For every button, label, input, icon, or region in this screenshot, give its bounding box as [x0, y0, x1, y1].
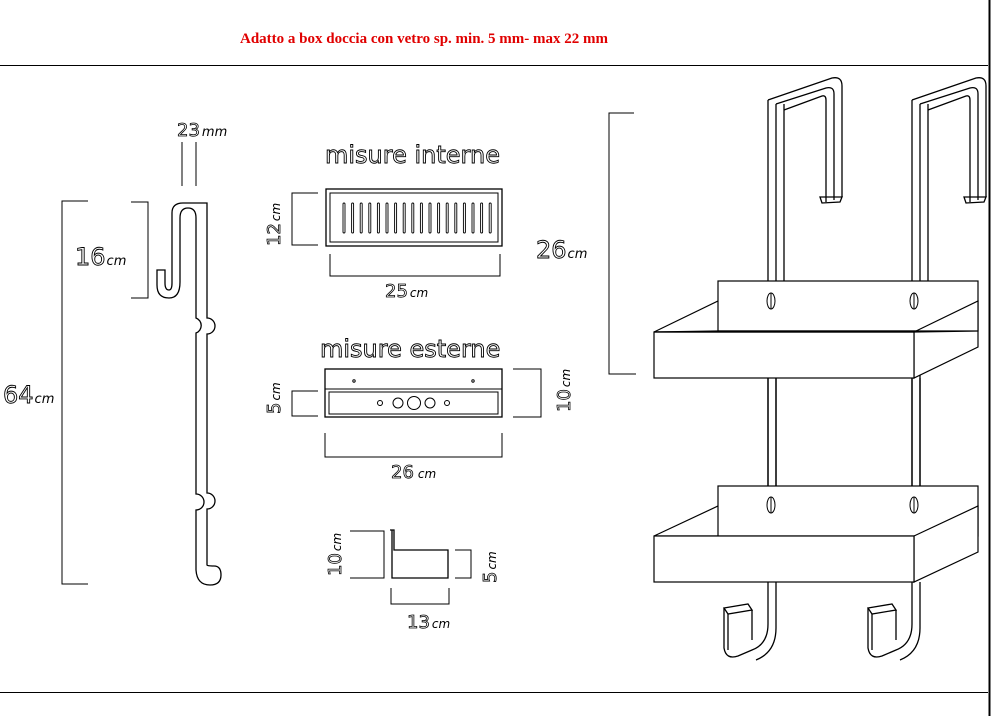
- drain-slot: [351, 202, 355, 234]
- profile-back-height-bracket: [350, 530, 385, 579]
- drain-hole: [407, 396, 421, 410]
- drain-slot: [454, 202, 458, 234]
- outer-front-height-bracket: [291, 390, 318, 417]
- total-height-bracket: [61, 200, 88, 585]
- top-hook-left: [767, 77, 843, 204]
- shelf-spacing-bracket: [608, 112, 636, 375]
- upper-shelf: [653, 280, 979, 486]
- drain-slot: [437, 202, 441, 234]
- drain-slot: [462, 202, 466, 234]
- tray-profile: [390, 529, 449, 579]
- tray-top-outer: [325, 188, 503, 247]
- drain-slot: [385, 202, 389, 234]
- drain-hole: [392, 397, 404, 409]
- hook-height-dimension: 16cm: [75, 243, 126, 271]
- tray-front-inner: [328, 391, 499, 415]
- drain-hole: [377, 400, 383, 406]
- profile-front-height-dimension: 5cm: [480, 551, 501, 583]
- hook-height-bracket: [131, 201, 149, 299]
- drain-slot: [471, 202, 475, 234]
- profile-back-height-dimension: 10cm: [325, 533, 346, 576]
- lower-shelf: [653, 485, 979, 583]
- inner-depth-dimension: 12cm: [264, 203, 285, 246]
- drain-hole: [444, 400, 450, 406]
- drain-slot: [402, 202, 406, 234]
- drain-slot: [480, 202, 484, 234]
- drain-slot: [342, 202, 346, 234]
- bottom-hook-right: [866, 582, 921, 661]
- top-hook-right: [911, 77, 987, 204]
- outer-back-height-bracket: [513, 368, 542, 418]
- drain-slots: [342, 202, 492, 234]
- drain-slot: [411, 202, 415, 234]
- drain-hole: [424, 397, 436, 409]
- hanger-profile: [156, 202, 222, 586]
- bottom-hook-left: [722, 582, 777, 661]
- tray-top-inner: [329, 192, 499, 243]
- inner-width-bracket: [329, 254, 501, 277]
- outer-width-bracket: [324, 433, 503, 458]
- outer-front-height-dimension: 5cm: [264, 382, 285, 414]
- shelf-spacing-dimension: 26cm: [536, 236, 587, 264]
- page-title: Adatto a box doccia con vetro sp. min. 5…: [239, 31, 609, 47]
- total-height-dimension: 64cm: [3, 381, 54, 409]
- drain-slot: [359, 202, 363, 234]
- drain-slot: [445, 202, 449, 234]
- drain-slot: [488, 202, 492, 234]
- inner-measures-heading: misure interne: [325, 141, 500, 169]
- outer-back-height-dimension: 10cm: [554, 369, 575, 412]
- tray-front-outer: [324, 368, 503, 418]
- screw-hole-left: [352, 379, 356, 383]
- profile-depth-bracket: [390, 588, 450, 605]
- screw-hole-right: [471, 379, 475, 383]
- outer-measures-heading: misure esterne: [320, 335, 500, 363]
- drain-slot: [368, 202, 372, 234]
- drain-slot: [428, 202, 432, 234]
- profile-front-height-bracket: [455, 549, 472, 579]
- drain-slot: [419, 202, 423, 234]
- inner-depth-bracket: [291, 192, 318, 246]
- drain-slot: [376, 202, 380, 234]
- perspective-view: 26cm: [536, 77, 987, 661]
- drain-slot: [394, 202, 398, 234]
